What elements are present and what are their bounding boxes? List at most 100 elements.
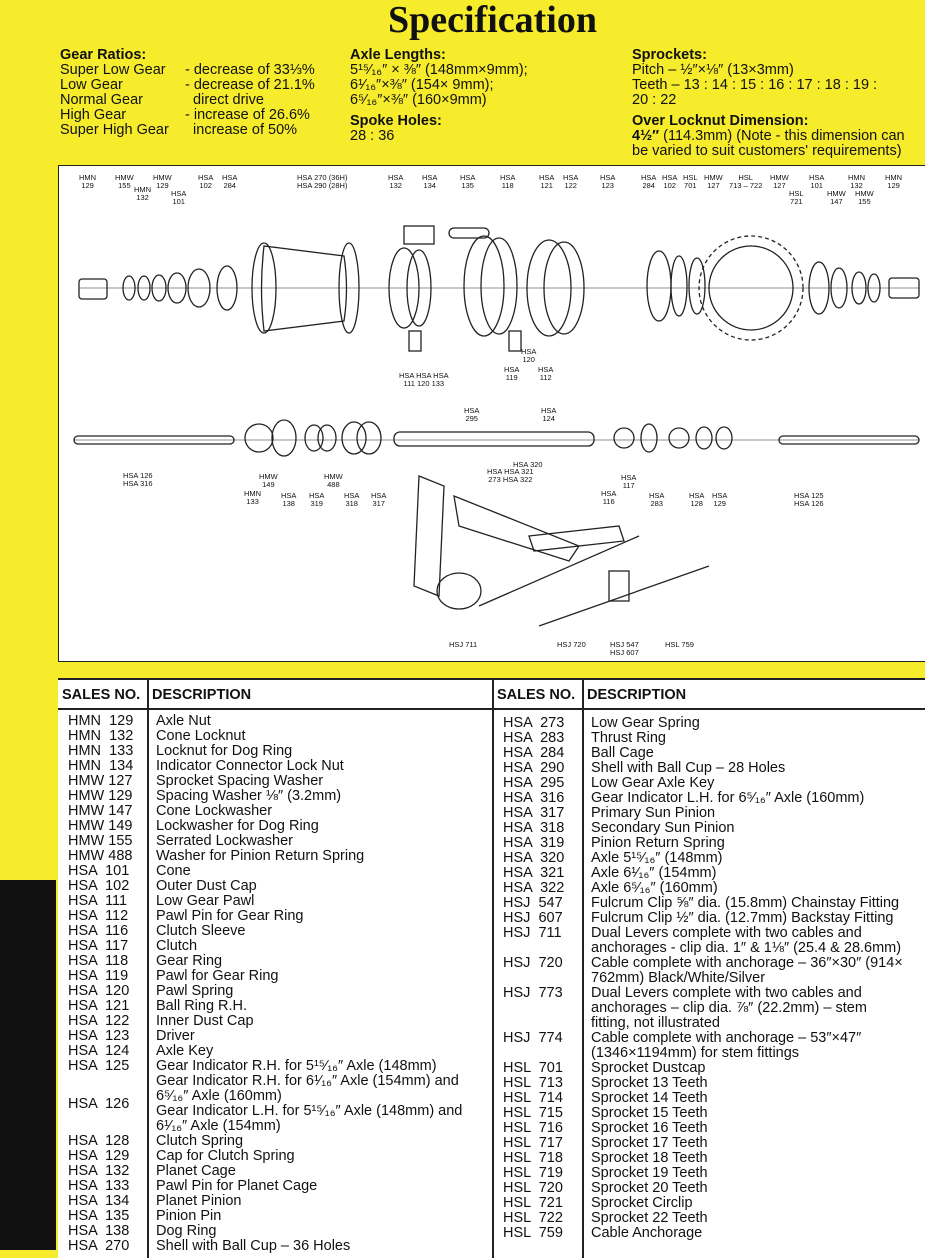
sales-no: HSL 715 <box>503 1105 563 1121</box>
sales-no: HSJ 774 <box>503 1030 563 1046</box>
sales-no: HSA 118 <box>68 953 129 969</box>
sales-no: HSA 284 <box>503 745 565 761</box>
gear-ratios: Gear Ratios: Super Low Gear- decrease of… <box>60 48 315 138</box>
part-callout: HSL 701 <box>683 173 698 190</box>
part-description: Ball Cage <box>591 745 654 761</box>
part-description: Planet Pinion <box>156 1193 242 1209</box>
gear-change: - decrease of 21.1% <box>185 77 315 93</box>
sales-no: HSL 716 <box>503 1120 563 1136</box>
gear-ratio-row: Super High Gear increase of 50% <box>60 123 315 138</box>
table-row: HSL 721 Sprocket Circlip <box>493 1196 925 1211</box>
part-description: Cone Lockwasher <box>156 803 273 819</box>
sales-no: HSA 273 <box>503 715 565 731</box>
part-callout: HMW 149 <box>259 472 278 489</box>
sales-no: HSA 122 <box>68 1013 130 1029</box>
sales-no: HSA 322 <box>503 880 565 896</box>
sales-no: HMW 147 <box>68 803 133 819</box>
part-description: Pinion Pin <box>156 1208 222 1224</box>
part-description: Sprocket Spacing Washer <box>156 773 324 789</box>
part-callout: HSA HSA 321 273 HSA 322 <box>487 467 534 484</box>
gear-ratio-row: High Gear- increase of 26.6% <box>60 108 315 123</box>
part-callout: HMN 133 <box>244 489 262 506</box>
sales-no: HMW 149 <box>68 818 133 834</box>
sales-no: HSL 759 <box>503 1225 563 1241</box>
gear-change: - decrease of 33⅓% <box>185 62 315 78</box>
gear-name: Normal Gear <box>60 92 143 108</box>
sales-no: HSA 317 <box>503 805 565 821</box>
table-row: HSA 119 Pawl for Gear Ring <box>58 969 493 984</box>
sales-no: HSA 119 <box>68 968 129 984</box>
sales-no: HSA 111 <box>68 893 128 909</box>
part-description: Axle Key <box>156 1043 214 1059</box>
part-description: Pawl for Gear Ring <box>156 968 279 984</box>
part-description: Washer for Pinion Return Spring <box>156 848 365 864</box>
part-description: Driver <box>156 1028 195 1044</box>
part-callout: HSA 320 <box>513 460 543 469</box>
over-locknut-value: 4½″ <box>632 128 660 144</box>
part-description: Locknut for Dog Ring <box>156 743 293 759</box>
sales-no: HSL 719 <box>503 1165 563 1181</box>
gear-name: High Gear <box>60 107 127 123</box>
sales-no: HSJ 607 <box>503 910 563 926</box>
gear-change: increase of 50% <box>185 122 298 138</box>
parts-table: SALES NO. DESCRIPTION SALES NO. DESCRIPT… <box>58 678 925 1258</box>
spoke-holes-value: 28 : 36 <box>350 128 395 144</box>
part-callout: HMW 488 <box>324 472 343 489</box>
sales-no: HMN 129 <box>68 713 134 729</box>
header-description: DESCRIPTION <box>148 680 493 710</box>
part-description: Cable complete with anchorage – 36″×30″ … <box>591 955 903 986</box>
part-callout: HMW 127 <box>770 173 789 190</box>
part-description: Axle Nut <box>156 713 211 729</box>
part-description: Low Gear Pawl <box>156 893 255 909</box>
part-description: Inner Dust Cap <box>156 1013 254 1029</box>
sales-no: HSA 321 <box>503 865 565 881</box>
part-callout: HSA 112 <box>538 365 554 382</box>
sales-no: HMN 133 <box>68 743 134 759</box>
sales-no: HSA 270 <box>68 1238 130 1254</box>
sprocket-teeth: Teeth – 13 : 14 : 15 : 16 : 17 : 18 : 19… <box>632 77 878 108</box>
part-description: Low Gear Spring <box>591 715 700 731</box>
part-callout: HSA 138 <box>281 491 297 508</box>
sprockets-heading: Sprockets: <box>632 47 707 63</box>
part-description: Serrated Lockwasher <box>156 833 294 849</box>
part-callout: HSA HSA HSA 111 120 133 <box>399 371 449 388</box>
part-callout: HMW 129 <box>153 173 172 190</box>
table-row: HSA 273 Low Gear Spring <box>493 716 925 731</box>
part-description: Cap for Clutch Spring <box>156 1148 295 1164</box>
gear-ratio-row: Low Gear- decrease of 21.1% <box>60 78 315 93</box>
part-description: Sprocket Circlip <box>591 1195 693 1211</box>
part-description: Indicator Connector Lock Nut <box>156 758 344 774</box>
part-callout: HSA 121 <box>539 173 555 190</box>
part-description: Pinion Return Spring <box>591 835 725 851</box>
gear-change: direct drive <box>185 92 264 108</box>
part-description: Planet Cage <box>156 1163 236 1179</box>
part-callout: HSA 129 <box>712 491 728 508</box>
sales-no: HSJ 547 <box>503 895 563 911</box>
part-description: Fulcrum Clip ½″ dia. (12.7mm) Backstay F… <box>591 910 894 926</box>
sales-no: HSA 135 <box>68 1208 130 1224</box>
axle-lengths: Axle Lengths: 5¹⁵⁄₁₆″ × ⅜″ (148mm×9mm); … <box>350 48 528 144</box>
part-callout: HMW 147 <box>827 189 846 206</box>
spoke-holes-heading: Spoke Holes: <box>350 113 442 129</box>
sales-no: HSL 721 <box>503 1195 563 1211</box>
header-sales-no: SALES NO. <box>58 680 148 710</box>
part-callout: HSL 759 <box>665 640 694 649</box>
axle-lengths-heading: Axle Lengths: <box>350 47 446 63</box>
sales-no: HSA 117 <box>68 938 129 954</box>
part-callout: HSA 132 <box>388 173 404 190</box>
